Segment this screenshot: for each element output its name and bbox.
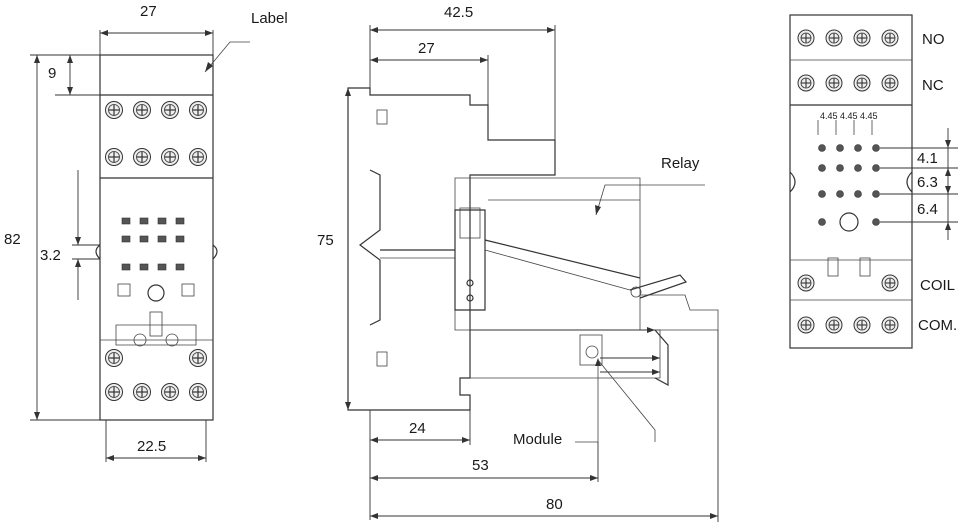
dim-pitch-4-45-c: 4.45 [860,111,878,121]
dim-pitch-4-45-a: 4.45 [820,111,838,121]
terminal-nc-label: NC [922,77,944,94]
dim-depth-42-5: 42.5 [444,4,474,21]
label-callout: Label [251,10,288,27]
front-view [30,30,250,462]
side-view [345,25,719,522]
terminal-no-label: NO [922,31,945,48]
dim-notch-3-2: 3.2 [40,247,61,264]
dim-height-75: 75 [317,232,334,249]
dim-6-4: 6.4 [917,201,938,218]
relay-callout: Relay [661,155,700,172]
terminal-layout-view [789,14,958,349]
dim-4-1: 4.1 [917,150,938,167]
dim-24: 24 [409,420,426,437]
dim-label-height-9: 9 [48,65,57,82]
dim-pitch-4-45-b: 4.45 [840,111,858,121]
dim-53: 53 [472,457,489,474]
dim-80: 80 [546,496,563,513]
terminal-coil-label: COIL [920,277,956,294]
dim-height-82: 82 [4,231,21,248]
terminal-com-label: COM. [918,317,958,334]
dim-6-3: 6.3 [917,174,938,191]
dim-depth-27: 27 [418,40,435,57]
dim-pitch-22-5: 22.5 [137,438,167,455]
module-callout: Module [513,431,563,448]
dim-width-27: 27 [140,3,157,20]
